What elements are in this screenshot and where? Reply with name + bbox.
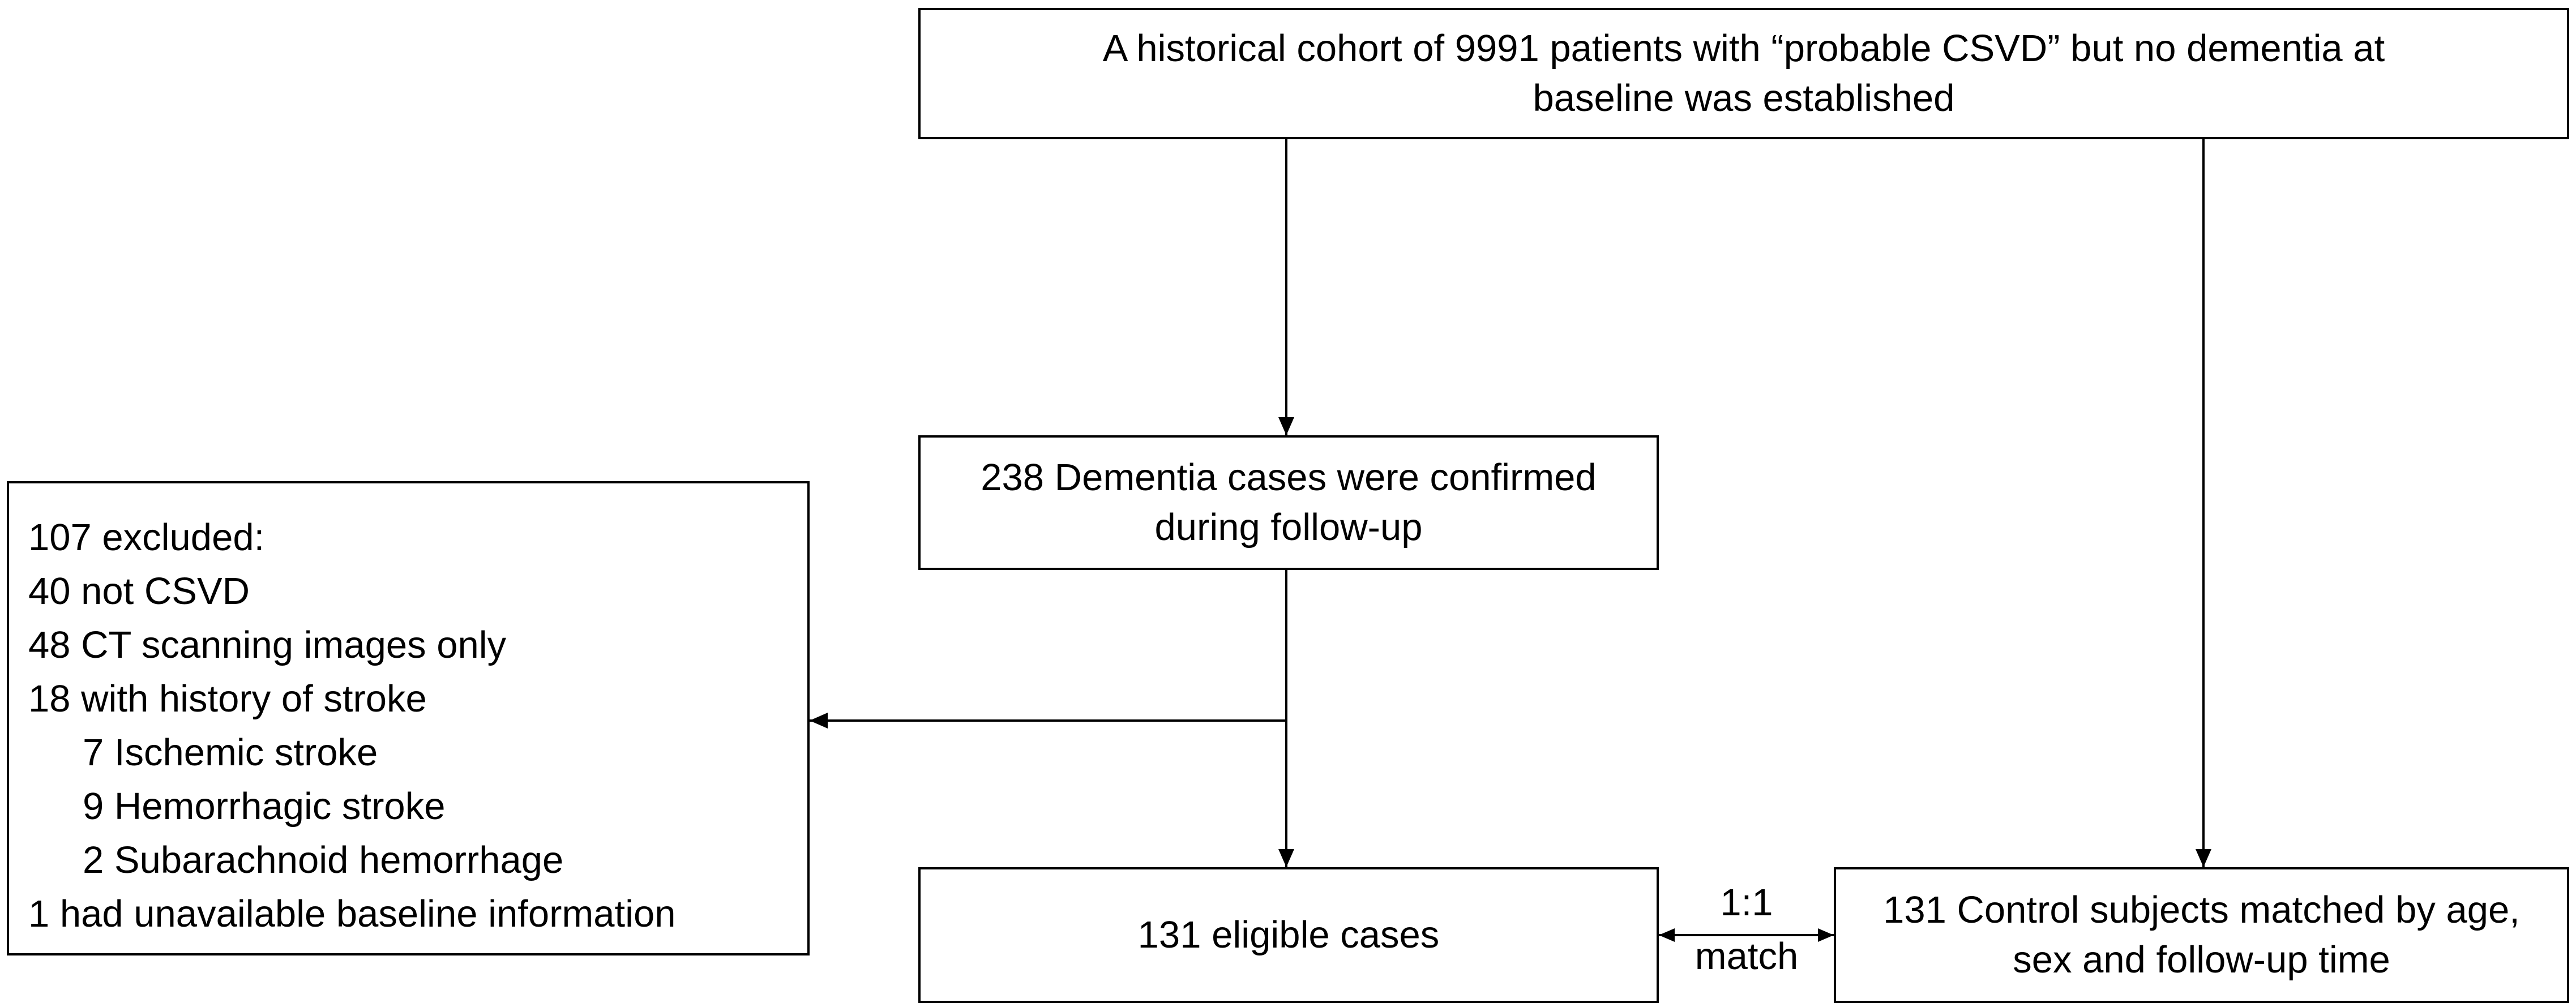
arrowhead-match-left xyxy=(1659,928,1675,942)
control-subjects-box: 131 Control subjects matched by age, sex… xyxy=(1834,867,2569,1003)
excluded-subitem: 7 Ischemic stroke xyxy=(83,731,378,774)
arrowhead-match-right xyxy=(1818,928,1834,942)
arrowhead-excluded xyxy=(810,713,828,729)
cohort-text-line-1: A historical cohort of 9991 patients wit… xyxy=(1102,27,2385,70)
eligible-text: 131 eligible cases xyxy=(1137,914,1440,956)
cohort-text-line-2: baseline was established xyxy=(1533,77,1955,119)
dementia-text-line-1: 238 Dementia cases were confirmed xyxy=(981,456,1597,499)
cohort-box: A historical cohort of 9991 patients wit… xyxy=(918,8,2569,139)
arrowhead-eligible xyxy=(1278,849,1294,867)
match-word-label: match xyxy=(1694,935,1799,978)
excluded-item: 40 not CSVD xyxy=(28,570,250,612)
controls-text-line-2: sex and follow-up time xyxy=(2013,939,2390,981)
excluded-subitem: 2 Subarachnoid hemorrhage xyxy=(83,839,564,881)
dementia-cases-box: 238 Dementia cases were confirmed during… xyxy=(918,435,1659,570)
excluded-box: 107 excluded: 40 not CSVD 48 CT scanning… xyxy=(7,481,810,955)
eligible-cases-box: 131 eligible cases xyxy=(918,867,1659,1003)
excluded-title: 107 excluded: xyxy=(28,516,265,559)
controls-text-line-1: 131 Control subjects matched by age, xyxy=(1883,889,2520,931)
match-ratio-label: 1:1 xyxy=(1720,881,1773,924)
dementia-text-line-2: during follow-up xyxy=(1154,506,1423,549)
excluded-item: 48 CT scanning images only xyxy=(28,624,507,666)
excluded-item: 18 with history of stroke xyxy=(28,678,427,720)
excluded-item: 1 had unavailable baseline information xyxy=(28,893,676,935)
arrowhead-controls xyxy=(2196,849,2211,867)
excluded-subitem: 9 Hemorrhagic stroke xyxy=(83,785,446,828)
arrowhead-dementia xyxy=(1278,417,1294,435)
